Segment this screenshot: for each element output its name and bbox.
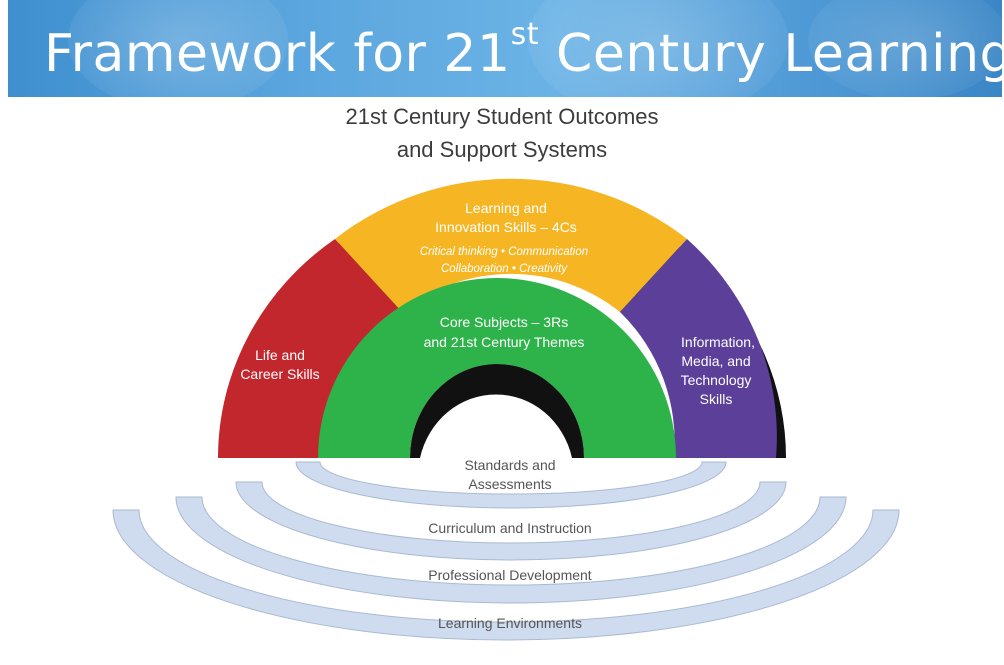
learning-innovation-label-2: Innovation Skills – 4Cs bbox=[435, 219, 577, 235]
information-media-label-1: Information, bbox=[681, 334, 755, 350]
subtitle-line-2: and Support Systems bbox=[396, 137, 608, 162]
information-media-label-2: Media, and bbox=[681, 353, 750, 369]
support-rings bbox=[112, 461, 900, 641]
ring-curriculum-instruction bbox=[235, 481, 787, 561]
banner-photo-overlay bbox=[68, 0, 288, 97]
ring-learning-environments bbox=[112, 509, 900, 641]
header-banner: Framework for 21st Century Learning bbox=[8, 0, 1002, 97]
segment-information-media bbox=[620, 239, 777, 458]
learning-innovation-label-1: Learning and bbox=[465, 200, 547, 216]
standards-label-2: Assessments bbox=[468, 476, 551, 492]
segment-life-career bbox=[218, 239, 402, 458]
outcomes-arch bbox=[218, 178, 777, 458]
core-subjects-label-2: and 21st Century Themes bbox=[424, 334, 585, 350]
learning-innovation-skills-1: Critical thinking • Communication bbox=[420, 246, 588, 258]
information-media-label-4: Skills bbox=[700, 391, 733, 407]
curriculum-label: Curriculum and Instruction bbox=[428, 520, 591, 536]
page-title: Framework for 21st Century Learning bbox=[44, 17, 1002, 85]
ring-professional-development bbox=[175, 496, 847, 604]
learning-environments-label: Learning Environments bbox=[438, 615, 582, 631]
life-career-label-1: Life and bbox=[255, 347, 305, 363]
segment-learning-innovation bbox=[335, 178, 687, 312]
learning-innovation-skills-2: Collaboration • Creativity bbox=[441, 263, 568, 275]
information-media-label-3: Technology bbox=[681, 372, 752, 388]
banner-photo-overlay bbox=[808, 0, 1002, 97]
life-career-label-2: Career Skills bbox=[240, 366, 319, 382]
standards-label-1: Standards and bbox=[464, 457, 555, 473]
ring-standards-assessments bbox=[295, 461, 727, 509]
segment-core-subjects bbox=[318, 278, 676, 458]
professional-development-label: Professional Development bbox=[428, 567, 592, 583]
core-subjects-label-1: Core Subjects – 3Rs bbox=[440, 314, 568, 330]
banner-photo-overlay bbox=[528, 0, 788, 97]
subtitle-line-1: 21st Century Student Outcomes bbox=[345, 104, 659, 129]
